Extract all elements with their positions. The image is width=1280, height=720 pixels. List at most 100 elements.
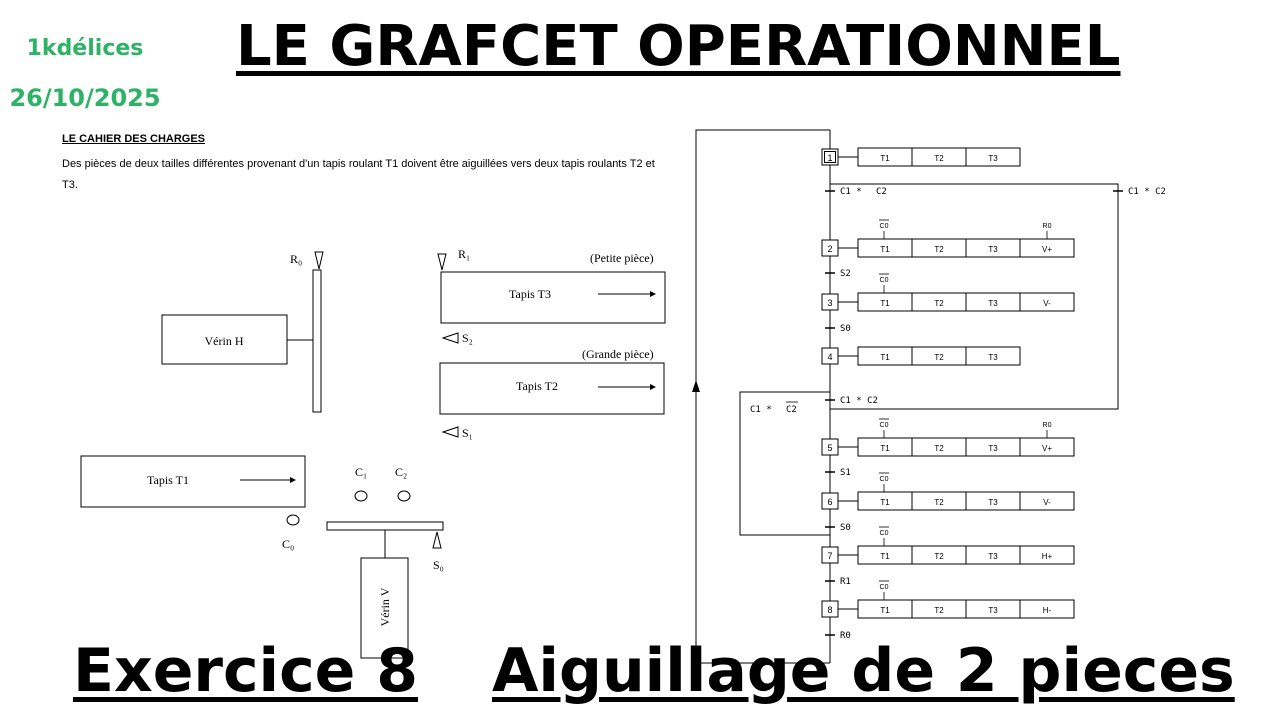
verin-h-label: Vérin H xyxy=(205,334,244,348)
step-number: 3 xyxy=(827,298,832,308)
action-label: T2 xyxy=(934,299,944,308)
verin-v-box xyxy=(360,557,409,659)
branch-right xyxy=(830,183,1119,410)
tapis-t3-box xyxy=(440,271,666,324)
action-label: T2 xyxy=(934,154,944,163)
action-label: T3 xyxy=(988,444,998,453)
tapis-t2-label: Tapis T2 xyxy=(516,379,558,393)
sensor-s0-icon xyxy=(432,531,442,549)
action-label: T2 xyxy=(934,245,944,254)
action-label: T1 xyxy=(880,606,890,615)
sensor-r1-icon xyxy=(437,253,447,271)
transition-4b-label: C1 * xyxy=(750,405,772,415)
action-label: T1 xyxy=(880,552,890,561)
sensor-s1-icon xyxy=(441,426,459,438)
step-initial-inner xyxy=(824,151,836,163)
grafcet-area xyxy=(700,130,1175,660)
page-title: LE GRAFCET OPERATIONNEL xyxy=(236,14,1121,79)
action-label: T3 xyxy=(988,299,998,308)
sensor-c0-label: C₀ xyxy=(282,537,294,551)
action-condition: C0 xyxy=(880,584,889,591)
action-box xyxy=(1019,599,1075,619)
sensor-s1-label: S₁ xyxy=(462,426,473,440)
action-box xyxy=(1019,545,1075,565)
exercise-title: Exercice 8 xyxy=(73,636,418,706)
action-label: T3 xyxy=(988,498,998,507)
action-label: T2 xyxy=(934,606,944,615)
sensor-c2-label: C₂ xyxy=(395,465,407,479)
action-condition: C0 xyxy=(880,476,889,483)
tapis-t1-label: Tapis T1 xyxy=(147,473,189,487)
sensor-r0-icon xyxy=(314,251,324,270)
transition-6-label: S0 xyxy=(840,523,851,533)
action-label: V+ xyxy=(1042,245,1052,254)
transition-4-label: C1 * C2 xyxy=(840,396,878,406)
system-schematic: Vérin H R₀ R₁ (Petite pièce) Tapis T3 S₂… xyxy=(80,247,666,659)
verin-v-label: Vérin V xyxy=(378,587,392,626)
action-label: V+ xyxy=(1042,444,1052,453)
step-number: 8 xyxy=(827,605,832,615)
transition-1-negated: C2 xyxy=(876,187,887,197)
return-arrow-icon xyxy=(692,380,700,392)
sensor-r0-label: R₀ xyxy=(290,252,302,266)
action-condition: R0 xyxy=(1043,422,1052,429)
action-condition: C0 xyxy=(880,530,889,537)
transition-1b-label: C1 * C2 xyxy=(1128,187,1166,197)
action-label: T2 xyxy=(934,552,944,561)
grande-piece-label: (Grande pièce) xyxy=(582,347,654,361)
action-label: T2 xyxy=(934,353,944,362)
action-condition: C0 xyxy=(880,223,889,230)
tapis-t2-box xyxy=(439,362,665,415)
tapis-t3-label: Tapis T3 xyxy=(509,287,551,301)
exercise-subject: Aiguillage de 2 pieces xyxy=(492,636,1235,706)
sensor-s2-icon xyxy=(441,332,459,344)
action-label: H- xyxy=(1043,606,1052,615)
action-label: T2 xyxy=(934,444,944,453)
sensor-c0-icon xyxy=(286,514,300,526)
step-number: 6 xyxy=(827,497,832,507)
action-label: T1 xyxy=(880,154,890,163)
transition-5-label: S1 xyxy=(840,468,851,478)
step-number: 4 xyxy=(827,352,832,362)
action-condition: R0 xyxy=(1043,223,1052,230)
cahier-text: Des pièces de deux tailles différentes p… xyxy=(62,158,655,191)
return-link xyxy=(695,129,830,664)
tapis-t1-box xyxy=(80,455,306,508)
verin-h-rod xyxy=(312,269,322,413)
action-label: T1 xyxy=(880,498,890,507)
action-label: T1 xyxy=(880,299,890,308)
transition-4b-negated: C2 xyxy=(786,405,797,415)
action-condition: C0 xyxy=(880,277,889,284)
action-label: V- xyxy=(1043,299,1051,308)
step-number: 7 xyxy=(827,551,832,561)
action-label: T1 xyxy=(880,245,890,254)
transition-3-label: S0 xyxy=(840,324,851,334)
sensor-c1-icon xyxy=(354,490,368,502)
action-label: T3 xyxy=(988,552,998,561)
action-label: T3 xyxy=(988,606,998,615)
action-label: T3 xyxy=(988,353,998,362)
action-box xyxy=(965,346,1021,366)
sensor-c2-icon xyxy=(397,490,411,502)
action-condition: C0 xyxy=(880,422,889,429)
transition-2-label: S2 xyxy=(840,269,851,279)
step-number: 1 xyxy=(827,153,832,163)
step-number: 2 xyxy=(827,244,832,254)
branch-left xyxy=(739,391,830,536)
transition-7-label: R1 xyxy=(840,577,851,587)
sensor-c1-label: C₁ xyxy=(355,465,367,479)
brand-name: 1kdélices xyxy=(26,36,144,61)
action-box xyxy=(1019,491,1075,511)
action-box xyxy=(1019,292,1075,312)
sensor-s0-label: S₀ xyxy=(433,558,444,572)
cahier-heading: LE CAHIER DES CHARGES xyxy=(62,133,206,145)
sensor-r1-label: R₁ xyxy=(458,247,470,261)
action-label: T3 xyxy=(988,245,998,254)
action-label: V- xyxy=(1043,498,1051,507)
petite-piece-label: (Petite pièce) xyxy=(590,251,654,265)
brand-date: 26/10/2025 xyxy=(9,84,161,112)
transition-1-label: C1 * xyxy=(840,187,862,197)
action-label: T1 xyxy=(880,444,890,453)
sensor-s2-label: S₂ xyxy=(462,331,473,345)
